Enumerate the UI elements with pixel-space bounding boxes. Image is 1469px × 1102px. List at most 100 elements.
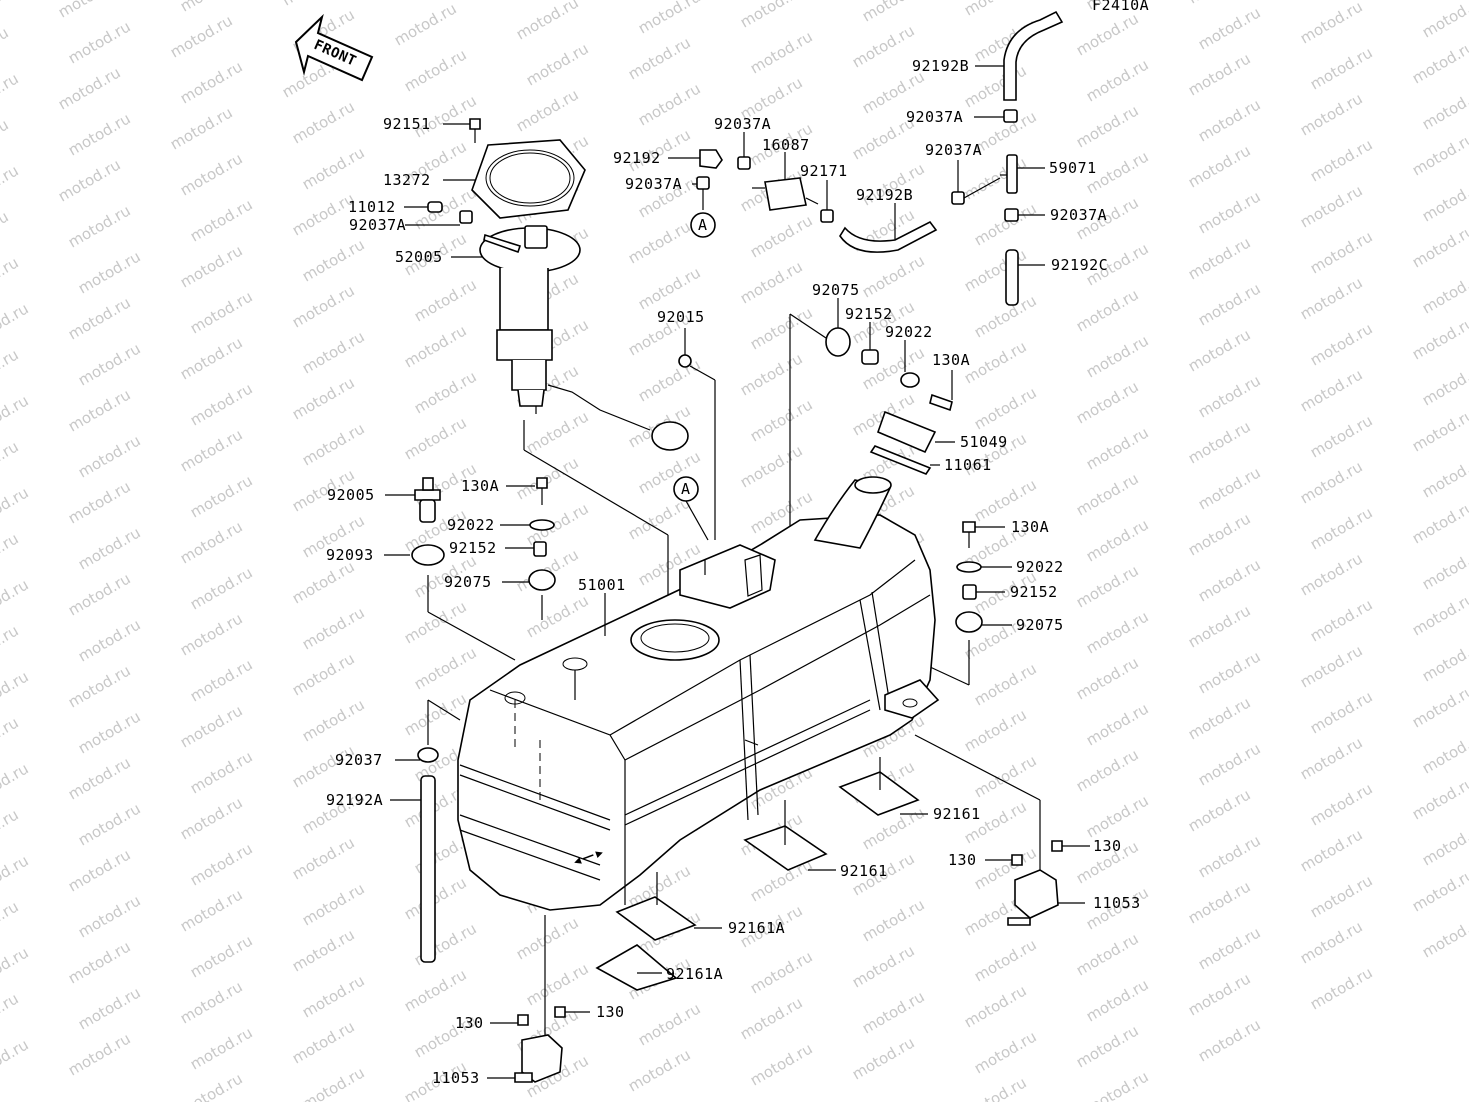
watermark-text: motod.ru: [1409, 37, 1469, 87]
watermark-text: motod.ru: [177, 149, 246, 199]
tank-mount-top: [759, 298, 955, 601]
watermark-text: motod.ru: [65, 1029, 134, 1079]
watermark-text: motod.ru: [625, 33, 694, 83]
label-92075-left: 92075: [444, 573, 492, 591]
watermark-text: motod.ru: [961, 981, 1030, 1031]
watermark-text: motod.ru: [747, 27, 816, 77]
watermark-text: motod.ru: [65, 385, 134, 435]
watermark-text: motod.ru: [0, 23, 12, 73]
watermark-text: motod.ru: [1195, 1015, 1264, 1065]
watermark-text: motod.ru: [747, 395, 816, 445]
label-92022-left: 92022: [447, 516, 495, 534]
label-92037: 92037: [335, 751, 383, 769]
watermark-text: motod.ru: [1307, 963, 1376, 1013]
watermark-text: motod.ru: [299, 143, 368, 193]
watermark-text: motod.ru: [961, 1073, 1030, 1102]
label-11053-left: 11053: [432, 1069, 480, 1087]
watermark-text: motod.ru: [0, 391, 32, 441]
watermark-text: motod.ru: [289, 557, 358, 607]
watermark-text: motod.ru: [1073, 469, 1142, 519]
watermark-text: motod.ru: [625, 1045, 694, 1095]
watermark-text: motod.ru: [0, 943, 32, 993]
watermark-text: motod.ru: [1083, 423, 1152, 473]
watermark-text: motod.ru: [55, 155, 124, 205]
watermark-text: motod.ru: [289, 833, 358, 883]
watermark-text: motod.ru: [1195, 95, 1264, 145]
watermark-text: motod.ru: [0, 345, 22, 395]
left-mount-parts: [384, 477, 556, 661]
watermark-text: motod.ru: [0, 805, 22, 855]
label-92037A-t3: 92037A: [925, 141, 982, 159]
watermark-text: motod.ru: [1307, 779, 1376, 829]
watermark-text: motod.ru: [0, 253, 22, 303]
label-59071: 59071: [1049, 159, 1097, 177]
watermark-text: motod.ru: [65, 937, 134, 987]
watermark-text: motod.ru: [1419, 0, 1469, 41]
watermark-text: motod.ru: [1307, 43, 1376, 93]
rubber-pads: [595, 757, 928, 991]
watermark-text: motod.ru: [391, 0, 460, 49]
label-92022-top: 92022: [885, 323, 933, 341]
watermark-text: motod.ru: [299, 971, 368, 1021]
watermark-text: motod.ru: [1297, 273, 1366, 323]
label-92171: 92171: [800, 162, 848, 180]
watermark-text: motod.ru: [513, 0, 582, 43]
watermark-text: motod.ru: [859, 987, 928, 1037]
watermark-text: motod.ru: [1195, 463, 1264, 513]
label-51001: 51001: [578, 576, 626, 594]
watermark-text: motod.ru: [289, 925, 358, 975]
watermark-text: motod.ru: [1307, 319, 1376, 369]
watermark-text: motod.ru: [75, 799, 144, 849]
watermark-text: motod.ru: [177, 885, 246, 935]
watermark-text: motod.ru: [1073, 9, 1142, 59]
watermark-text: motod.ru: [737, 441, 806, 491]
label-11053-right: 11053: [1093, 894, 1141, 912]
watermark-text: motod.ru: [177, 333, 246, 383]
watermark-text: motod.ru: [961, 61, 1030, 111]
watermark-text: motod.ru: [187, 471, 256, 521]
watermark-text: motod.ru: [75, 707, 144, 757]
label-92152-left: 92152: [449, 539, 497, 557]
watermark-text: motod.ru: [1419, 727, 1469, 777]
watermark-text: motod.ru: [55, 0, 124, 21]
watermark-text: motod.ru: [1409, 681, 1469, 731]
watermark-text: motod.ru: [1307, 503, 1376, 553]
part-92015-nut: A: [673, 328, 716, 541]
watermark-text: motod.ru: [1419, 819, 1469, 869]
watermark-text: motod.ru: [1409, 773, 1469, 823]
watermark-text: motod.ru: [0, 207, 12, 257]
watermark-text: motod.ru: [1307, 411, 1376, 461]
label-130-bl1: 130: [596, 1003, 625, 1021]
label-92037A-t4: 92037A: [906, 108, 963, 126]
label-92022-right: 92022: [1016, 558, 1064, 576]
watermark-text: motod.ru: [0, 161, 22, 211]
label-92151: 92151: [383, 115, 431, 133]
watermark-text: motod.ru: [849, 21, 918, 71]
watermark-text: motod.ru: [1185, 0, 1254, 7]
watermark-text: motod.ru: [1083, 515, 1152, 565]
watermark-text: motod.ru: [849, 941, 918, 991]
watermark-text: motod.ru: [1409, 405, 1469, 455]
fuel-tank-51001: ◀ ━━ ▶: [457, 476, 940, 911]
watermark-text: motod.ru: [1307, 595, 1376, 645]
watermark-text: motod.ru: [737, 0, 806, 31]
watermark-text: motod.ru: [1307, 227, 1376, 277]
label-13272: 13272: [383, 171, 431, 189]
watermark-text: motod.ru: [0, 621, 22, 671]
watermark-text: motod.ru: [167, 11, 236, 61]
label-92192A: 92192A: [326, 791, 383, 809]
watermark-text: motod.ru: [1073, 1021, 1142, 1071]
watermark-text: motod.ru: [1297, 89, 1366, 139]
watermark-text: motod.ru: [401, 413, 470, 463]
watermark-text: motod.ru: [55, 63, 124, 113]
watermark-text: motod.ru: [177, 793, 246, 843]
watermark-text: motod.ru: [75, 431, 144, 481]
watermark-text: motod.ru: [1083, 791, 1152, 841]
watermark-text: motod.ru: [1195, 739, 1264, 789]
watermark-text: motod.ru: [1185, 877, 1254, 927]
label-16087: 16087: [762, 136, 810, 154]
watermark-text: motod.ru: [961, 0, 1030, 19]
watermark-text: motod.ru: [299, 1063, 368, 1102]
watermark-text: motod.ru: [747, 1039, 816, 1089]
